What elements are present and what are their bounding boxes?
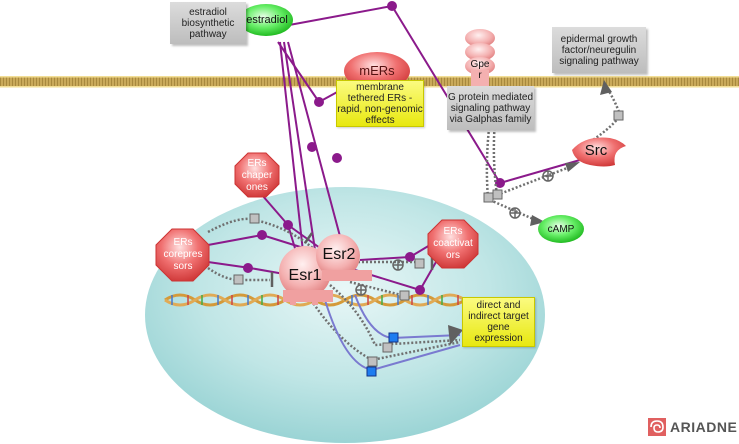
binding-dots	[243, 1, 505, 295]
estradiol-node[interactable]	[239, 4, 293, 36]
src-node[interactable]	[572, 137, 626, 167]
chaperones-node[interactable]	[234, 152, 280, 198]
target-gene-expression-label[interactable]: direct and indirect target gene expressi…	[462, 297, 535, 347]
estradiol-biosynthetic-pathway-label[interactable]: estradiol biosynthetic pathway	[170, 2, 246, 44]
camp-node[interactable]	[538, 215, 584, 243]
egf-pathway-label[interactable]: epidermal growth factor/neuregulin signa…	[552, 27, 646, 73]
corepressors-node[interactable]	[155, 228, 210, 282]
process-nodes	[233, 110, 624, 367]
gper-label: Gpe r	[470, 59, 490, 81]
esr2-node[interactable]	[316, 234, 372, 281]
g-protein-pathway-label[interactable]: G protein mediated signaling pathway via…	[447, 86, 534, 130]
mers-label: mERs	[359, 62, 395, 78]
corepressors-label: ERs corepres sors	[163, 237, 203, 272]
ariadne-logo-text: ARIADNE	[670, 419, 738, 435]
ariadne-logo: ARIADNE	[648, 418, 737, 436]
chaperones-label: ERs chaper ones	[241, 158, 273, 193]
coactivators-label: ERs coactivat ors	[433, 226, 473, 261]
gper-node[interactable]	[465, 29, 495, 86]
src-label: Src	[584, 141, 608, 159]
esr1-label: Esr1	[288, 267, 322, 284]
camp-label: cAMP	[547, 223, 575, 235]
estradiol-label: estradiol	[246, 14, 288, 26]
esr2-label: Esr2	[322, 246, 356, 263]
membrane-tethered-ers-label[interactable]: membrane tethered ERs - rapid, non-genom…	[336, 80, 424, 127]
ariadne-logo-icon	[648, 418, 666, 436]
coactivators-node[interactable]	[427, 219, 479, 269]
